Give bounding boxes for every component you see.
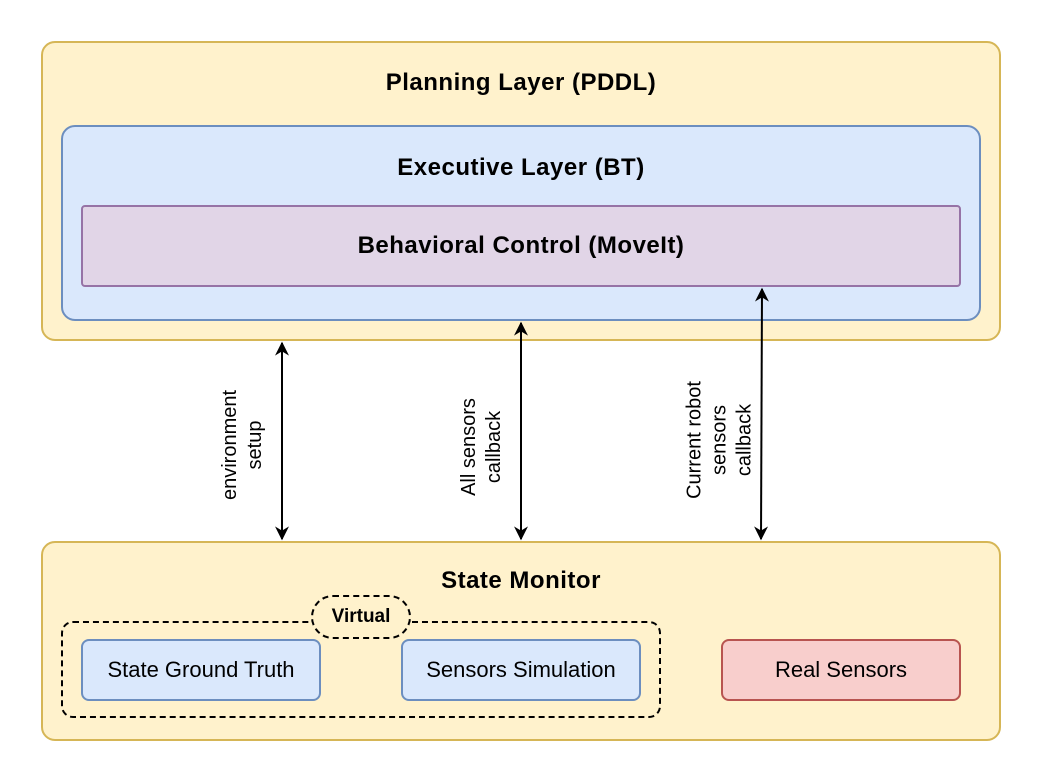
sensors-simulation-box: Sensors Simulation bbox=[401, 639, 641, 701]
sensors-simulation-label: Sensors Simulation bbox=[426, 657, 616, 682]
real-sensors-label: Real Sensors bbox=[774, 657, 908, 682]
label-line: callback bbox=[733, 403, 756, 477]
virtual-label: Virtual bbox=[331, 606, 391, 627]
label-line: All sensors bbox=[458, 398, 480, 496]
label-line: environment bbox=[219, 389, 241, 501]
real-sensors-box: Real Sensors bbox=[721, 639, 961, 701]
all-sensors-callback-label: All sensors callback bbox=[457, 398, 507, 496]
behavioral-control-box: Behavioral Control (MoveIt) bbox=[81, 205, 961, 287]
label-line: callback bbox=[483, 410, 505, 484]
label-line: sensors bbox=[708, 404, 731, 476]
current-robot-sensors-callback-label: Current robot sensors callback bbox=[683, 381, 758, 499]
label-line: Current robot bbox=[683, 381, 706, 499]
state-ground-truth-box: State Ground Truth bbox=[81, 639, 321, 701]
executive-layer-title: Executive Layer (BT) bbox=[397, 154, 645, 181]
virtual-tag: Virtual bbox=[311, 595, 411, 639]
planning-layer-title: Planning Layer (PDDL) bbox=[385, 69, 657, 96]
state-monitor-title: State Monitor bbox=[441, 567, 601, 594]
state-ground-truth-label: State Ground Truth bbox=[107, 657, 295, 682]
current-robot-sensors-callback-arrow bbox=[754, 287, 769, 541]
label-line: setup bbox=[244, 420, 266, 470]
environment-setup-label: environment setup bbox=[218, 390, 268, 500]
behavioral-control-title: Behavioral Control (MoveIt) bbox=[357, 232, 685, 259]
